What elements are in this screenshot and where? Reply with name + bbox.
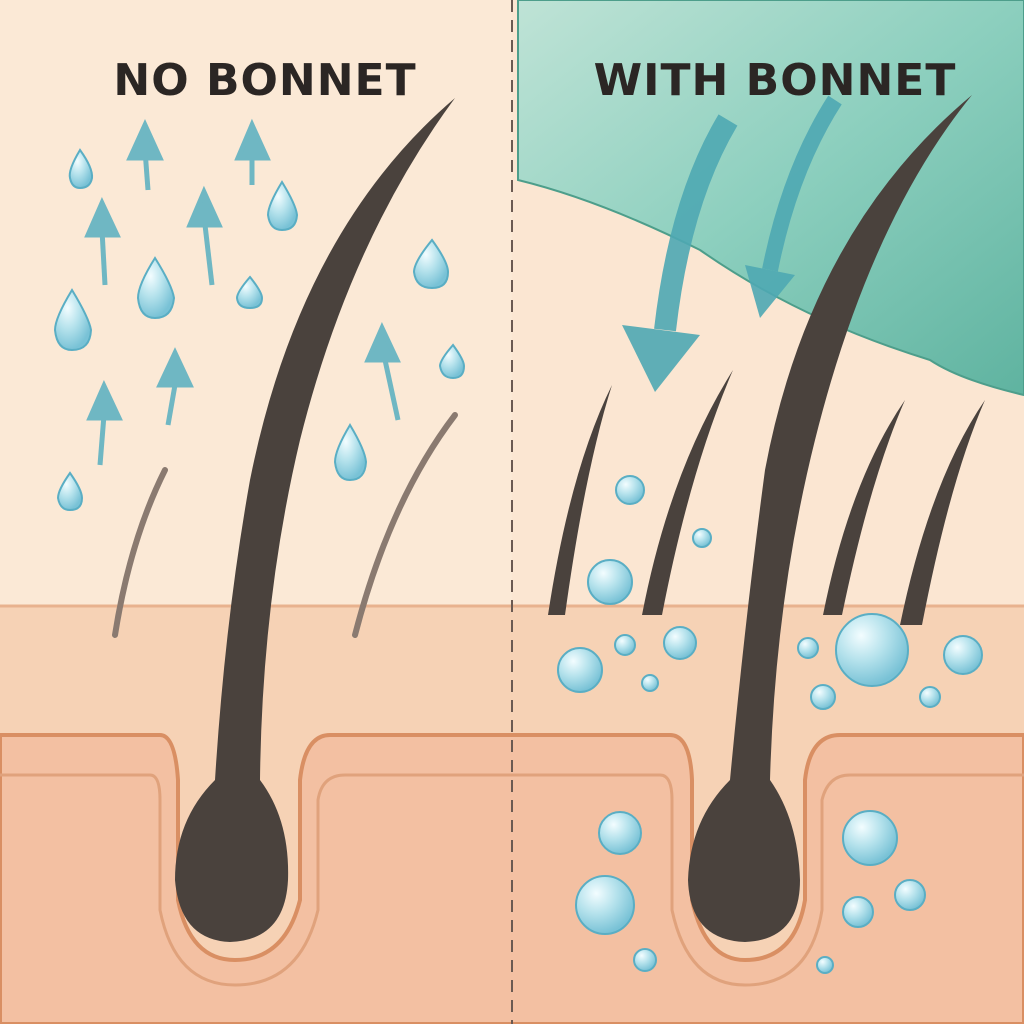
right-short-hairs	[548, 370, 985, 625]
water-drop-icon	[438, 343, 466, 380]
water-drop-icon	[68, 148, 94, 190]
water-drop-icon	[56, 471, 84, 512]
up-arrow-icon	[86, 379, 123, 466]
water-bubble-icon	[633, 948, 657, 972]
right-moisture-retention-arrows	[622, 95, 842, 392]
water-bubble-icon	[614, 634, 636, 656]
water-drop-icon	[266, 180, 299, 232]
up-arrow-icon	[156, 347, 194, 426]
water-bubble-icon	[810, 684, 836, 710]
water-bubble-icon	[797, 637, 819, 659]
water-bubble-icon	[557, 647, 603, 693]
right-hair-strand-healthy	[688, 95, 972, 942]
water-bubble-icon	[575, 875, 635, 935]
water-bubble-icon	[842, 896, 874, 928]
bonnet-fabric	[517, 0, 1024, 397]
water-bubble-icon	[835, 613, 909, 687]
skin-inner-line	[0, 773, 1024, 987]
left-water-droplets	[53, 148, 466, 512]
water-bubble-icon	[587, 559, 633, 605]
water-drop-icon	[333, 423, 368, 482]
left-panel-title: NO BONNET	[113, 55, 416, 106]
water-bubble-icon	[692, 528, 712, 548]
down-arrow-icon	[745, 95, 842, 318]
right-moisture-bubbles	[557, 475, 983, 974]
water-bubble-icon	[943, 635, 983, 675]
water-bubble-icon	[842, 810, 898, 866]
water-bubble-icon	[816, 956, 834, 974]
water-drop-icon	[412, 238, 450, 290]
water-drop-icon	[235, 275, 264, 310]
up-arrow-icon	[84, 196, 121, 286]
up-arrow-icon	[126, 118, 164, 191]
up-arrow-icon	[234, 118, 271, 185]
water-bubble-icon	[641, 674, 659, 692]
water-bubble-icon	[919, 686, 941, 708]
skin-dermis-layer	[0, 733, 1024, 1024]
up-arrow-icon	[186, 185, 223, 286]
water-drop-icon	[53, 288, 93, 352]
right-panel-title: WITH BONNET	[594, 55, 957, 106]
left-broken-hair	[352, 412, 458, 638]
water-bubble-icon	[598, 811, 642, 855]
left-moisture-loss-arrows	[84, 118, 401, 466]
left-broken-hair	[112, 467, 168, 638]
water-bubble-icon	[615, 475, 645, 505]
water-bubble-icon	[894, 879, 926, 911]
water-drop-icon	[136, 256, 176, 320]
up-arrow-icon	[364, 321, 401, 421]
down-arrow-icon	[622, 114, 738, 392]
water-bubble-icon	[663, 626, 697, 660]
left-hair-strand-dry	[175, 98, 455, 942]
